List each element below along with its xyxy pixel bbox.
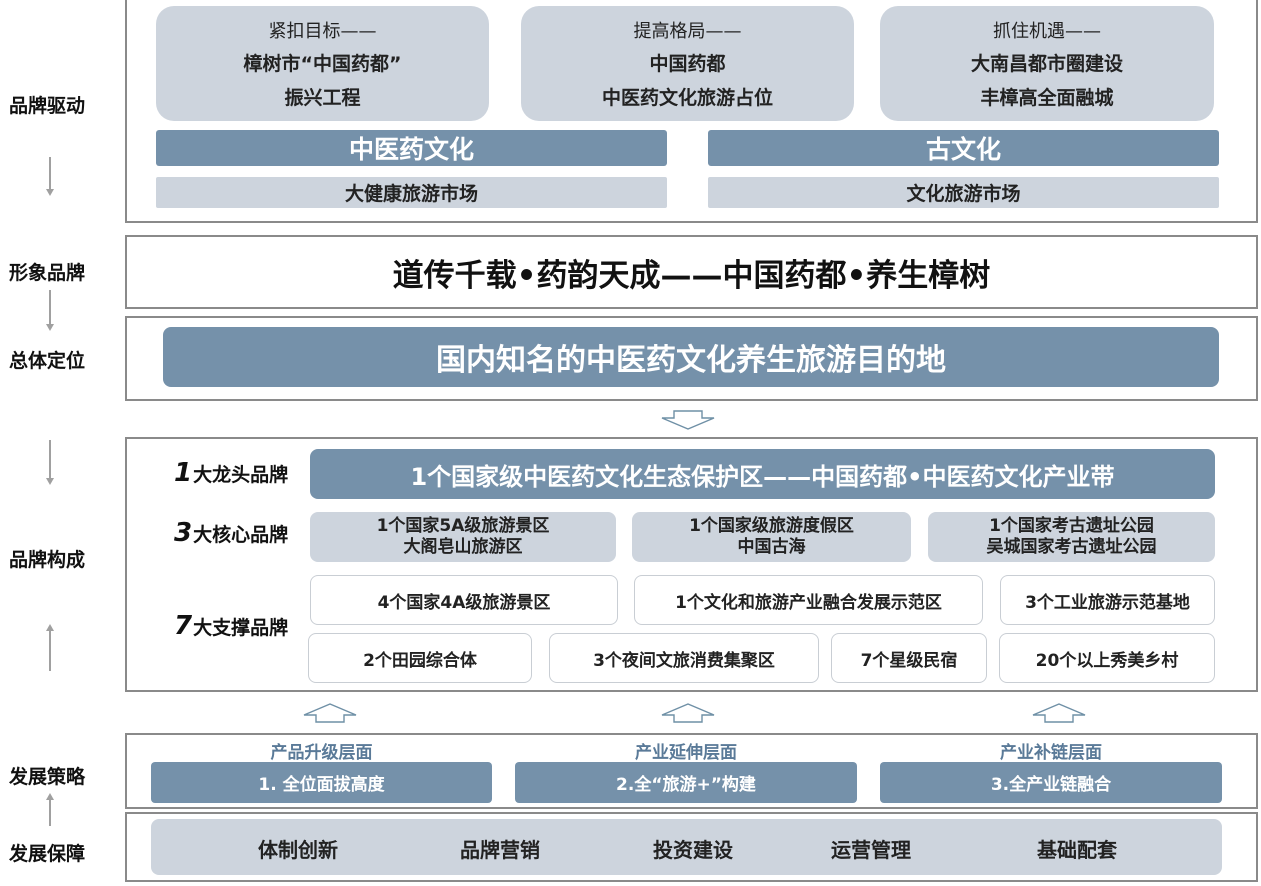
tier-text: 大核心品牌 (193, 524, 289, 546)
side-label-image-brand: 形象品牌 (9, 262, 86, 284)
core-brand-card: 1个国家5A级旅游景区 大阁皂山旅游区 (310, 512, 616, 562)
core-brand-line: 1个国家5A级旅游景区 (376, 516, 550, 536)
tier-text: 大支撑品牌 (193, 617, 289, 639)
tier-number: 1 (174, 458, 193, 488)
guarantee-bar: 体制创新 品牌营销 投资建设 运营管理 基础配套 (151, 819, 1222, 875)
image-brand-section: 道传千载•药韵天成——中国药都•养生樟树 (125, 235, 1258, 309)
brand-slogan: 道传千载•药韵天成——中国药都•养生樟树 (392, 257, 991, 294)
down-arrow-icon (46, 290, 54, 331)
goal-card-heading: 抓住机遇—— (993, 21, 1101, 43)
support-brand-card: 3个工业旅游示范基地 (1000, 575, 1215, 625)
support-brand-card: 1个文化和旅游产业融合发展示范区 (634, 575, 983, 625)
tier-number: 3 (174, 518, 193, 548)
core-brand-line: 中国古海 (737, 537, 806, 557)
support-brand-card: 2个田园综合体 (308, 633, 532, 683)
strategy-title: 产业补链层面 (1000, 743, 1102, 763)
goal-card-line: 大南昌都市圈建设 (970, 53, 1123, 76)
side-label-brand-driver: 品牌驱动 (9, 95, 86, 117)
hollow-up-arrow-icon (302, 703, 358, 727)
hollow-down-arrow-icon (660, 410, 716, 434)
goal-card-opportunity: 抓住机遇—— 大南昌都市圈建设 丰樟高全面融城 (880, 6, 1214, 121)
guarantee-item: 品牌营销 (460, 838, 540, 862)
culture-bar-tcm: 中医药文化 (156, 130, 667, 166)
core-brand-line: 1个国家考古遗址公园 (989, 516, 1154, 536)
tier-number: 7 (174, 611, 193, 641)
tier-label-core: 3大核心品牌 (174, 518, 288, 548)
goal-card-target: 紧扣目标—— 樟树市“中国药都” 振兴工程 (156, 6, 489, 121)
guarantee-item: 运营管理 (831, 838, 911, 862)
strategy-item: 2.全“旅游+”构建 (515, 762, 857, 803)
guarantee-item: 投资建设 (653, 838, 733, 862)
strategy-item: 3.全产业链融合 (880, 762, 1222, 803)
side-label-strategy: 发展策略 (9, 766, 86, 788)
leading-brand-bar: 1个国家级中医药文化生态保护区——中国药都•中医药文化产业带 (310, 449, 1215, 499)
core-brand-line: 吴城国家考古遗址公园 (986, 537, 1157, 557)
strategy-item: 1. 全位面拔高度 (151, 762, 492, 803)
strategy-title: 产品升级层面 (270, 743, 373, 763)
hollow-up-arrow-icon (1031, 703, 1087, 727)
goal-card-heading: 提高格局—— (633, 21, 742, 43)
support-brand-card: 20个以上秀美乡村 (999, 633, 1215, 683)
core-brand-card: 1个国家考古遗址公园 吴城国家考古遗址公园 (928, 512, 1215, 562)
tier-label-support: 7大支撑品牌 (174, 611, 288, 641)
goal-card-heading: 紧扣目标—— (268, 21, 377, 43)
down-arrow-icon (46, 440, 54, 485)
culture-bar-ancient: 古文化 (708, 130, 1219, 166)
core-brand-line: 大阁皂山旅游区 (403, 537, 523, 557)
side-label-brand-structure: 品牌构成 (9, 549, 86, 571)
goal-card-line: 中医药文化旅游占位 (601, 86, 773, 109)
down-arrow-icon (46, 157, 54, 196)
side-label-positioning: 总体定位 (9, 350, 86, 372)
positioning-banner: 国内知名的中医药文化养生旅游目的地 (163, 327, 1219, 387)
guarantee-item: 体制创新 (258, 838, 338, 862)
core-brand-line: 1个国家级旅游度假区 (689, 516, 854, 536)
tier-label-leading: 1大龙头品牌 (174, 458, 288, 488)
market-bar-culture: 文化旅游市场 (708, 177, 1219, 208)
hollow-up-arrow-icon (660, 703, 716, 727)
strategy-title: 产业延伸层面 (635, 743, 737, 763)
goal-card-line: 樟树市“中国药都” (243, 53, 402, 76)
side-label-guarantee: 发展保障 (9, 843, 86, 865)
up-arrow-icon (46, 624, 54, 671)
support-brand-card: 3个夜间文旅消费集聚区 (549, 633, 819, 683)
up-arrow-icon (46, 793, 54, 826)
core-brand-card: 1个国家级旅游度假区 中国古海 (632, 512, 911, 562)
market-bar-health: 大健康旅游市场 (156, 177, 667, 208)
goal-card-line: 振兴工程 (284, 86, 361, 109)
tier-text: 大龙头品牌 (193, 464, 289, 486)
goal-card-pattern: 提高格局—— 中国药都 中医药文化旅游占位 (521, 6, 854, 121)
support-brand-card: 7个星级民宿 (831, 633, 987, 683)
support-brand-card: 4个国家4A级旅游景区 (310, 575, 618, 625)
guarantee-item: 基础配套 (1037, 838, 1117, 862)
goal-card-line: 丰樟高全面融城 (980, 86, 1114, 109)
goal-card-line: 中国药都 (649, 53, 726, 76)
